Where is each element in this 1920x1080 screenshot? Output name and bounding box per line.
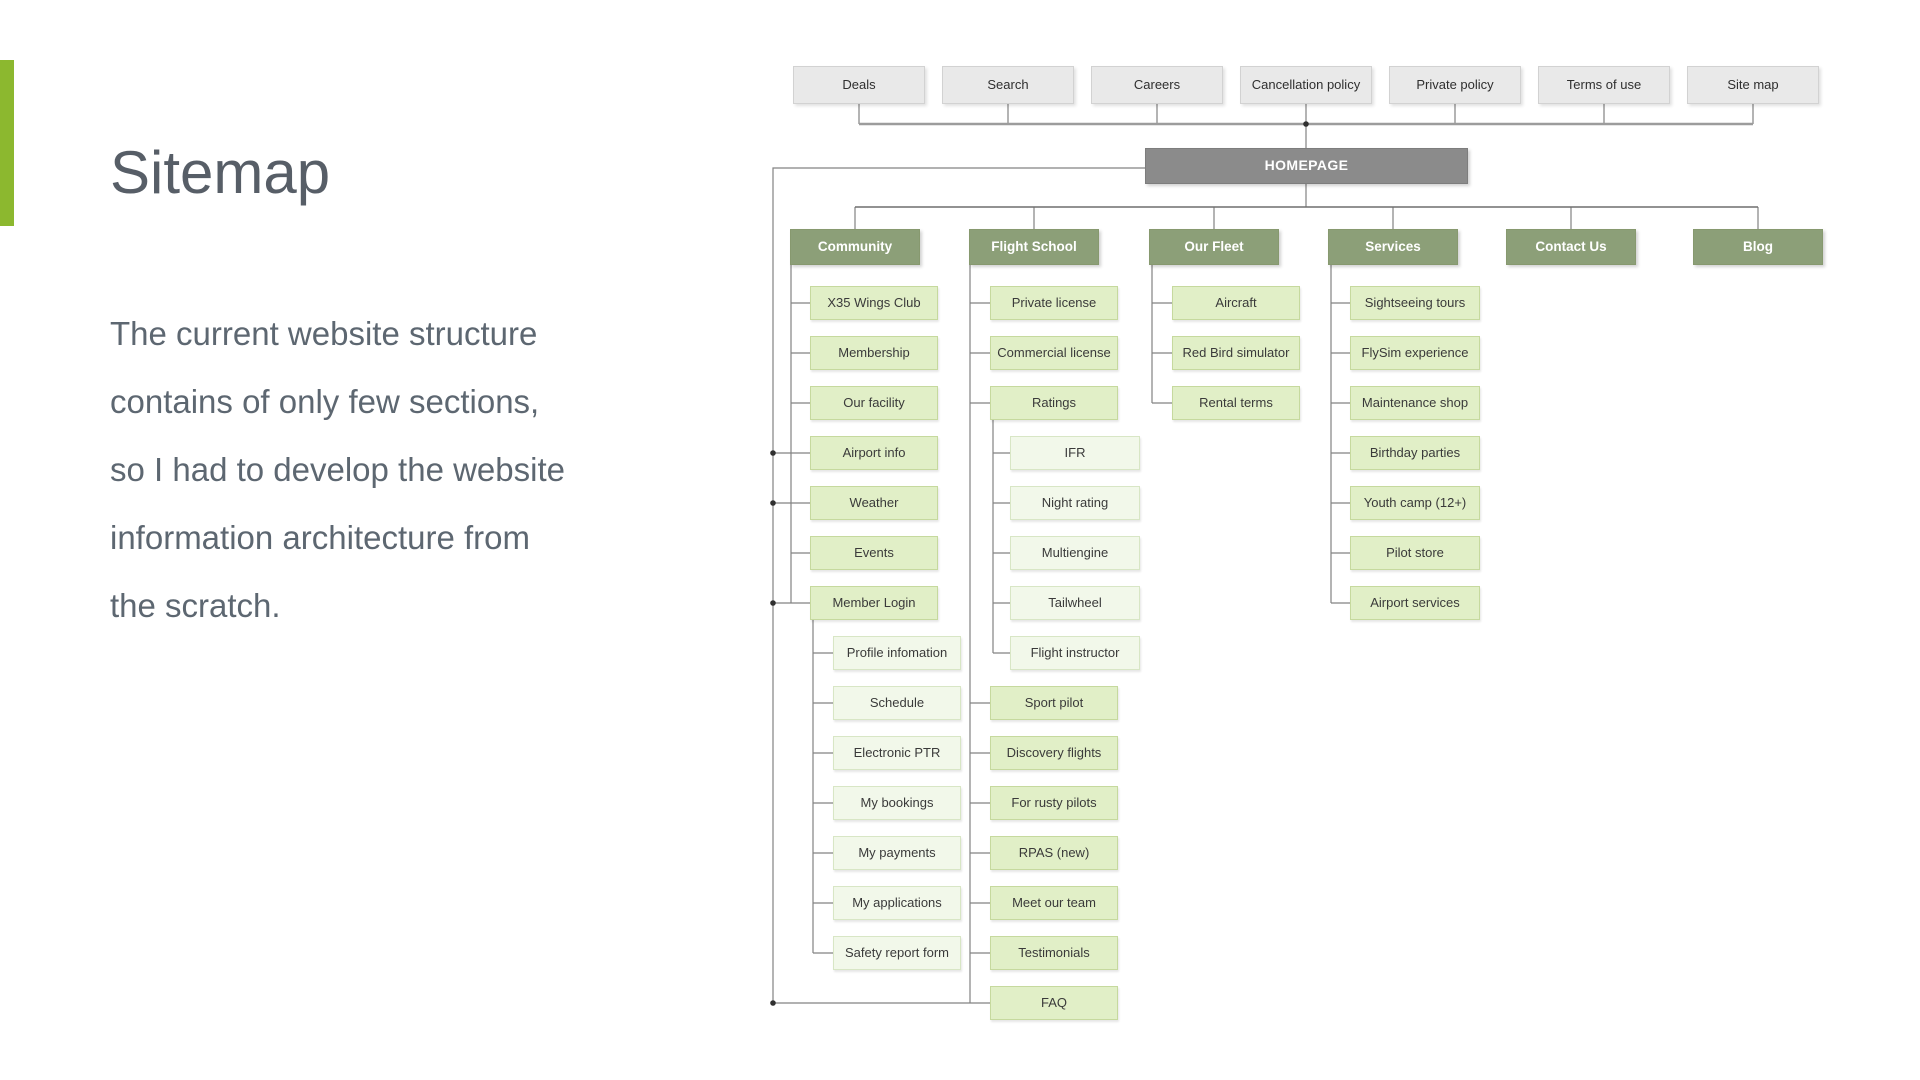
node-red-bird-simulator: Red Bird simulator: [1172, 336, 1300, 370]
node-search: Search: [942, 66, 1074, 104]
node-tailwheel: Tailwheel: [1010, 586, 1140, 620]
node-discovery-flights: Discovery flights: [990, 736, 1118, 770]
node-membership: Membership: [810, 336, 938, 370]
node-schedule: Schedule: [833, 686, 961, 720]
node-airport-info: Airport info: [810, 436, 938, 470]
node-weather: Weather: [810, 486, 938, 520]
node-my-payments: My payments: [833, 836, 961, 870]
node-electronic-ptr: Electronic PTR: [833, 736, 961, 770]
node-private-policy: Private policy: [1389, 66, 1521, 104]
node-aircraft: Aircraft: [1172, 286, 1300, 320]
node-rpas-new: RPAS (new): [990, 836, 1118, 870]
node-airport-services: Airport services: [1350, 586, 1480, 620]
node-member-login: Member Login: [810, 586, 938, 620]
description-line: the scratch.: [110, 587, 281, 624]
node-cancellation-policy: Cancellation policy: [1240, 66, 1372, 104]
node-commercial-license: Commercial license: [990, 336, 1118, 370]
section-contact-us: Contact Us: [1506, 229, 1636, 265]
accent-bar: [0, 60, 14, 226]
node-our-facility: Our facility: [810, 386, 938, 420]
node-sport-pilot: Sport pilot: [990, 686, 1118, 720]
node-site-map: Site map: [1687, 66, 1819, 104]
description-line: contains of only few sections,: [110, 383, 540, 420]
section-blog: Blog: [1693, 229, 1823, 265]
node-ifr: IFR: [1010, 436, 1140, 470]
node-pilot-store: Pilot store: [1350, 536, 1480, 570]
description-line: information architecture from: [110, 519, 530, 556]
slide-description: The current website structure contains o…: [110, 300, 710, 640]
node-my-applications: My applications: [833, 886, 961, 920]
node-deals: Deals: [793, 66, 925, 104]
node-private-license: Private license: [990, 286, 1118, 320]
node-maintenance-shop: Maintenance shop: [1350, 386, 1480, 420]
node-flight-instructor: Flight instructor: [1010, 636, 1140, 670]
section-community: Community: [790, 229, 920, 265]
node-multiengine: Multiengine: [1010, 536, 1140, 570]
node-sightseeing-tours: Sightseeing tours: [1350, 286, 1480, 320]
description-line: The current website structure: [110, 315, 538, 352]
node-my-bookings: My bookings: [833, 786, 961, 820]
node-terms-of-use: Terms of use: [1538, 66, 1670, 104]
section-flight-school: Flight School: [969, 229, 1099, 265]
node-flysim-experience: FlySim experience: [1350, 336, 1480, 370]
section-our-fleet: Our Fleet: [1149, 229, 1279, 265]
node-careers: Careers: [1091, 66, 1223, 104]
node-homepage: HOMEPAGE: [1145, 148, 1468, 184]
node-for-rusty-pilots: For rusty pilots: [990, 786, 1118, 820]
description-line: so I had to develop the website: [110, 451, 565, 488]
node-rental-terms: Rental terms: [1172, 386, 1300, 420]
node-profile-infomation: Profile infomation: [833, 636, 961, 670]
node-faq: FAQ: [990, 986, 1118, 1020]
node-safety-report-form: Safety report form: [833, 936, 961, 970]
node-meet-our-team: Meet our team: [990, 886, 1118, 920]
section-services: Services: [1328, 229, 1458, 265]
node-testimonials: Testimonials: [990, 936, 1118, 970]
node-youth-camp: Youth camp (12+): [1350, 486, 1480, 520]
node-birthday-parties: Birthday parties: [1350, 436, 1480, 470]
node-night-rating: Night rating: [1010, 486, 1140, 520]
node-x35-wings-club: X35 Wings Club: [810, 286, 938, 320]
page-title: Sitemap: [110, 139, 331, 206]
node-events: Events: [810, 536, 938, 570]
node-ratings: Ratings: [990, 386, 1118, 420]
